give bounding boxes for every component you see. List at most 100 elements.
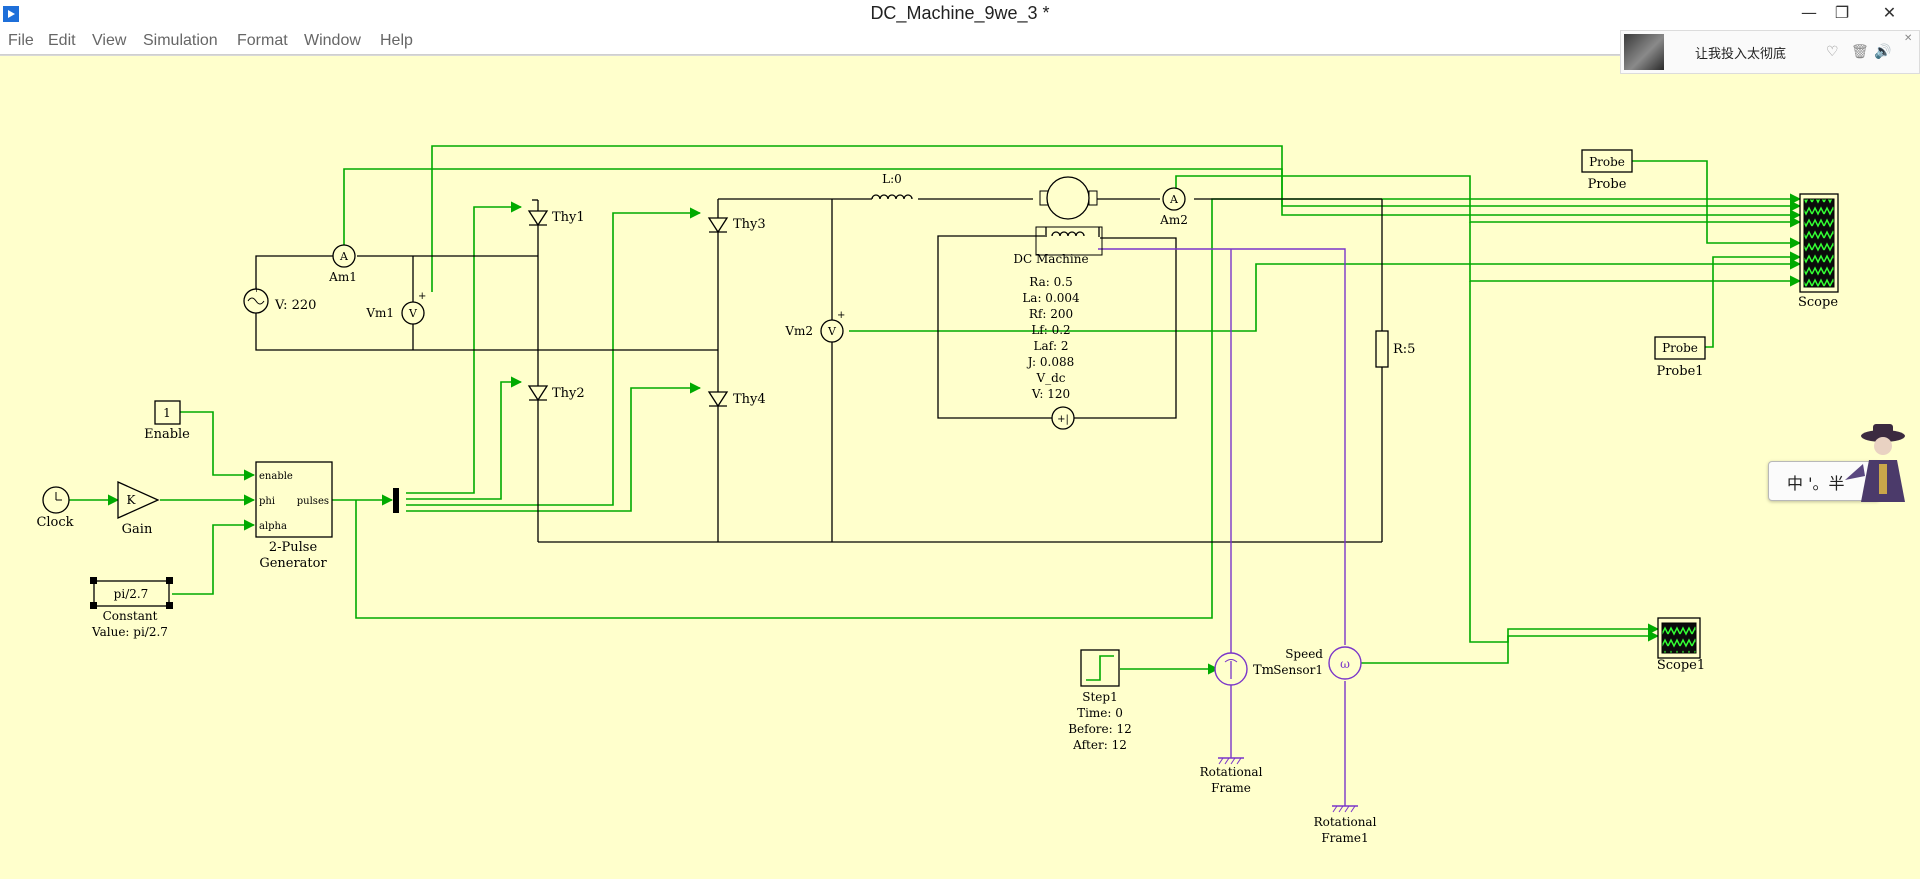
- constant-label: Constant: [103, 609, 158, 623]
- signal-wires: [69, 145, 1802, 675]
- menu-simulation[interactable]: Simulation: [143, 32, 218, 49]
- pulse-generator-block[interactable]: enable phi pulses alpha 2-Pulse Generato…: [255, 461, 333, 571]
- menu-format[interactable]: Format: [237, 32, 288, 49]
- scope1-block[interactable]: Scope1: [1657, 617, 1705, 673]
- step1-param-after: After: 12: [1072, 738, 1127, 752]
- app-icon: [3, 6, 19, 22]
- pulse-generator-label-2: Generator: [259, 556, 327, 571]
- song-title: 让我投入太彻底: [1695, 47, 1787, 62]
- probe1-block[interactable]: Probe Probe1: [1654, 336, 1706, 379]
- thyristor-thy1[interactable]: Thy1: [527, 210, 585, 227]
- dc-source-symbol: +|: [1057, 414, 1069, 425]
- constant-value: pi/2.7: [114, 587, 149, 601]
- vm1-plus: +: [418, 291, 426, 302]
- mascot-icon: [1845, 424, 1905, 502]
- diagram-canvas[interactable]: Clock K Gain 1 Enable pi/2.7 Constant Va…: [0, 55, 1920, 879]
- probe-block[interactable]: Probe Probe: [1581, 149, 1633, 192]
- inductor-label: L:0: [882, 172, 902, 186]
- dc-source-voltage: V: 120: [1031, 387, 1070, 401]
- speed-sensor-block[interactable]: ω Speed Sensor1: [1273, 646, 1362, 680]
- music-popup[interactable]: 让我投入太彻底 ♡ 🗑 🔊 ✕: [1620, 30, 1920, 74]
- voltage-source-block[interactable]: + V: 220: [243, 285, 316, 314]
- dc-machine-param-rf: Rf: 200: [1029, 307, 1073, 321]
- gain-block[interactable]: K Gain: [117, 480, 160, 537]
- album-thumbnail: [1624, 34, 1664, 70]
- voltmeter-vm1[interactable]: V + Vm1: [365, 291, 426, 325]
- am1-symbol: A: [339, 250, 349, 263]
- heart-icon[interactable]: ♡: [1826, 44, 1839, 60]
- dc-source-label: V_dc: [1035, 371, 1065, 385]
- gain-label: Gain: [122, 522, 153, 537]
- model-diagram[interactable]: Clock K Gain 1 Enable pi/2.7 Constant Va…: [0, 56, 1920, 879]
- voltage-source-label: V: 220: [274, 298, 316, 313]
- step1-block[interactable]: Step1 Time: 0 Before: 12 After: 12: [1068, 649, 1132, 752]
- thy3-label: Thy3: [733, 217, 766, 232]
- constant-block[interactable]: pi/2.7 Constant Value: pi/2.7: [90, 577, 173, 639]
- resistor-block[interactable]: R:5: [1375, 330, 1415, 368]
- gain-symbol: K: [127, 493, 137, 507]
- speed-sensor-label-2: Sensor1: [1273, 663, 1323, 677]
- dc-machine-param-ra: Ra: 0.5: [1029, 275, 1072, 289]
- rotational-frame1-label: Rotational: [1314, 815, 1377, 829]
- trash-icon[interactable]: 🗑: [1851, 44, 1869, 60]
- ammeter-am1[interactable]: A Am1: [328, 244, 357, 284]
- rotational-frame1-block[interactable]: Rotational Frame1: [1314, 805, 1377, 845]
- ime-status: 中 '。半: [1787, 474, 1845, 493]
- scope1-label: Scope1: [1657, 658, 1705, 673]
- step1-label: Step1: [1082, 690, 1117, 704]
- menu-edit[interactable]: Edit: [48, 32, 76, 49]
- vm2-label: Vm2: [784, 324, 813, 338]
- probe-text: Probe: [1589, 155, 1625, 169]
- close-button[interactable]: ✕: [1882, 3, 1897, 22]
- dc-machine-block[interactable]: DC Machine Ra: 0.5 La: 0.004 Rf: 200 Lf:…: [1013, 176, 1103, 401]
- scope-label: Scope: [1798, 295, 1838, 310]
- am2-label: Am2: [1159, 213, 1188, 227]
- thy4-label: Thy4: [733, 392, 766, 407]
- menu-bar: File Edit View Simulation Format Window …: [0, 28, 1920, 55]
- thyristor-thy3[interactable]: Thy3: [707, 217, 766, 234]
- menu-window[interactable]: Window: [304, 32, 361, 49]
- dc-machine-label: DC Machine: [1013, 252, 1088, 266]
- resistor-label: R:5: [1393, 342, 1415, 357]
- pulse-generator-label: 2-Pulse: [269, 540, 318, 555]
- maximize-button[interactable]: ❐: [1834, 3, 1850, 22]
- speed-sensor-symbol: ω: [1340, 657, 1350, 671]
- port-phi: phi: [259, 496, 275, 507]
- clock-block[interactable]: Clock: [36, 486, 74, 530]
- constant-value-label: Value: pi/2.7: [91, 625, 168, 639]
- menu-view[interactable]: View: [92, 32, 127, 49]
- inductor-block[interactable]: L:0: [871, 172, 913, 200]
- scope-block[interactable]: Scope: [1798, 193, 1839, 310]
- popup-close-icon[interactable]: ✕: [1904, 33, 1913, 44]
- rotational-frame-block[interactable]: Rotational Frame: [1200, 757, 1263, 795]
- am2-symbol: A: [1169, 193, 1179, 206]
- menu-help[interactable]: Help: [380, 32, 413, 49]
- voltmeter-vm2[interactable]: V + Vm2: [784, 310, 845, 343]
- port-enable: enable: [259, 471, 293, 482]
- speed-sensor-label: Speed: [1285, 647, 1323, 661]
- dc-machine-param-laf: Laf: 2: [1033, 339, 1068, 353]
- port-alpha: alpha: [259, 521, 287, 532]
- torque-source-block[interactable]: Tm: [1214, 652, 1274, 686]
- enable-block[interactable]: 1 Enable: [144, 400, 190, 442]
- speaker-icon[interactable]: 🔊: [1874, 44, 1892, 60]
- electrical-wires: [255, 198, 1383, 543]
- ammeter-am2[interactable]: A Am2: [1159, 187, 1188, 227]
- vm1-label: Vm1: [365, 306, 394, 320]
- vm2-symbol: V: [827, 325, 837, 338]
- minimize-button[interactable]: —: [1801, 3, 1817, 22]
- step1-param-before: Before: 12: [1068, 722, 1132, 736]
- probe-label: Probe: [1588, 177, 1627, 192]
- enable-value: 1: [163, 406, 171, 420]
- svg-text:+: +: [253, 285, 260, 294]
- demux-block[interactable]: [393, 488, 399, 513]
- dc-source-block[interactable]: +|: [1051, 406, 1075, 430]
- dc-machine-param-la: La: 0.004: [1022, 291, 1080, 305]
- menu-file[interactable]: File: [8, 32, 34, 49]
- port-pulses: pulses: [297, 496, 329, 507]
- title-bar: DC_Machine_9we_3 * — ❐ ✕: [0, 0, 1920, 28]
- thyristor-thy2[interactable]: Thy2: [527, 385, 585, 402]
- thy2-label: Thy2: [552, 386, 585, 401]
- thyristor-thy4[interactable]: Thy4: [707, 391, 766, 408]
- window-title: DC_Machine_9we_3 *: [870, 3, 1050, 23]
